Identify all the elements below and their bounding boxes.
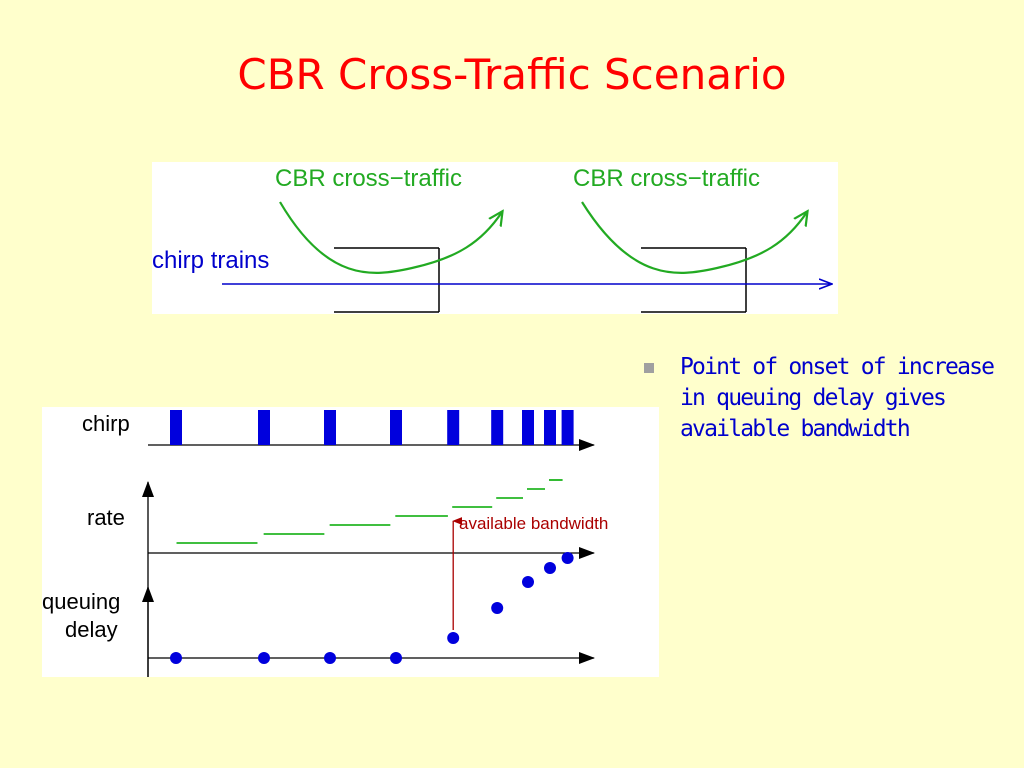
chirp-pulse: [544, 410, 556, 445]
rate-row-label: rate: [87, 505, 125, 530]
delay-row-label: delay: [65, 617, 118, 642]
bullet-text: Point of onset of increase in queuing de…: [680, 354, 995, 442]
delay-point: [561, 552, 574, 564]
queue-box-2: [641, 247, 747, 313]
queuing-row-label: queuing: [42, 589, 120, 614]
cross-traffic-svg: CBR cross−traffic CBR cross−traffic chir…: [152, 165, 838, 313]
queuing-delay-points: [170, 552, 574, 664]
chirp-pulse: [170, 410, 182, 445]
cross-traffic-arrow-1: [279, 201, 502, 274]
bullet-square-icon: [644, 363, 654, 373]
cross-traffic-diagram: CBR cross−traffic CBR cross−traffic chir…: [152, 162, 838, 314]
delay-point: [170, 652, 182, 664]
delay-point: [390, 652, 402, 664]
delay-point: [258, 652, 270, 664]
delay-point: [522, 576, 534, 588]
chirp-pulse: [491, 410, 504, 445]
chirp-trains-label: chirp trains: [152, 247, 269, 274]
available-bandwidth-label: available bandwidth: [459, 514, 608, 533]
bullet-item: Point of onset of increase in queuing de…: [644, 352, 1004, 445]
bullet-list: Point of onset of increase in queuing de…: [644, 352, 1004, 445]
chirp-pulse: [324, 410, 336, 445]
delay-point: [491, 602, 504, 614]
chirp-pulse: [561, 410, 574, 445]
cross-traffic-label-1: CBR cross−traffic: [275, 165, 462, 192]
chirp-pulse: [258, 410, 270, 445]
queue-box-1: [334, 247, 440, 313]
rate-steps: [176, 479, 563, 544]
chirp-pulse: [447, 410, 460, 445]
chirp-pulse: [522, 410, 534, 445]
delay-point: [324, 652, 336, 664]
slide-title: CBR Cross-Traffic Scenario: [237, 50, 787, 99]
chirp-rate-delay-diagram: chirp rate queuing delay available bandw…: [42, 407, 659, 677]
chirp-row-label: chirp: [82, 411, 130, 436]
cross-traffic-label-2: CBR cross−traffic: [573, 165, 760, 192]
delay-point: [544, 562, 556, 574]
chirp-pulse: [390, 410, 402, 445]
delay-point: [447, 632, 460, 644]
chirp-rate-delay-svg: chirp rate queuing delay available bandw…: [42, 410, 608, 677]
cross-traffic-arrow-2: [581, 201, 807, 274]
chirp-pulses: [170, 410, 574, 445]
